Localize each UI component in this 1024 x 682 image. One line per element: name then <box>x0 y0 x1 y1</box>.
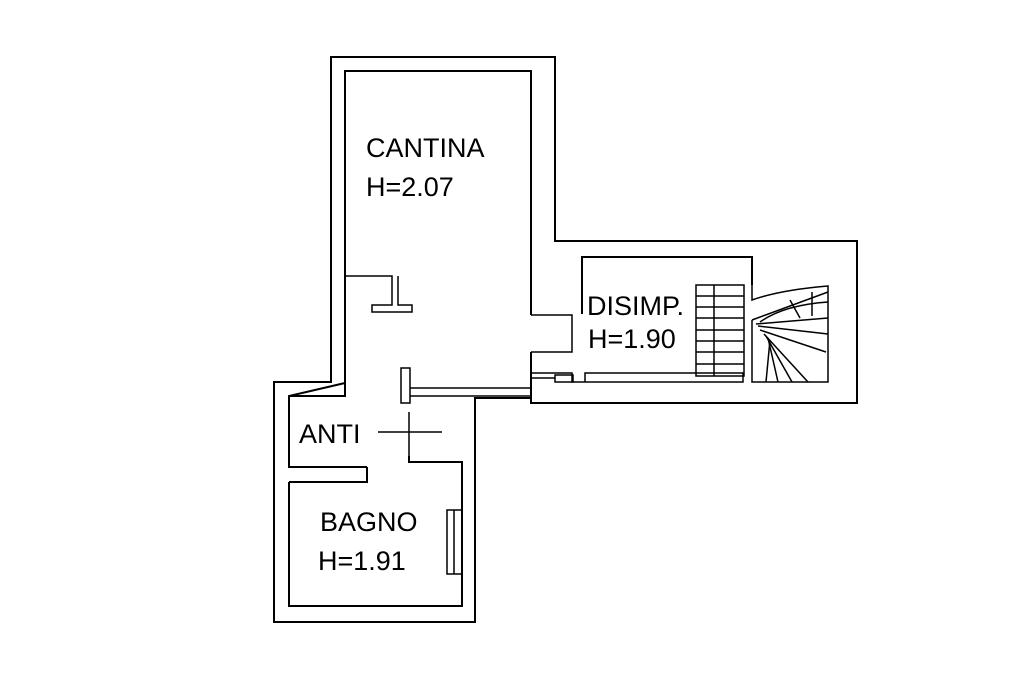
disimp-opening <box>531 314 573 353</box>
stair-winder <box>757 325 829 335</box>
disimp-name-label: DISIMP. <box>587 291 684 321</box>
anti-inner-wall <box>288 382 367 468</box>
stair-straight-flight <box>695 284 745 377</box>
cantina-height-label: H=2.07 <box>366 172 454 202</box>
stair-winder <box>765 339 771 383</box>
disimp-bottom-wall <box>531 372 744 383</box>
stair-winder <box>759 329 827 353</box>
stair-winder <box>763 333 809 383</box>
stair-winding-flight <box>751 285 829 383</box>
bagno-height-label: H=1.91 <box>318 546 406 576</box>
bagno-name-label: BAGNO <box>320 507 418 537</box>
stair-winder <box>789 299 801 319</box>
cantina-fixture <box>345 275 413 313</box>
stair-winding-outline <box>751 285 829 383</box>
disimp-inner-wall <box>581 256 753 314</box>
anti-wall-fix <box>289 383 346 397</box>
disimp-sill <box>554 374 574 383</box>
bagno-top-wall <box>289 467 368 483</box>
anti-name-label: ANTI <box>299 419 361 449</box>
stair-winder <box>755 317 829 325</box>
stair-winding-inner <box>759 301 829 323</box>
door-jamb <box>400 367 411 404</box>
stair-winder <box>751 291 829 321</box>
disimp-height-label: H=1.90 <box>588 324 676 354</box>
cantina-name-label: CANTINA <box>366 133 485 163</box>
cantina-inner-wall <box>344 70 532 383</box>
